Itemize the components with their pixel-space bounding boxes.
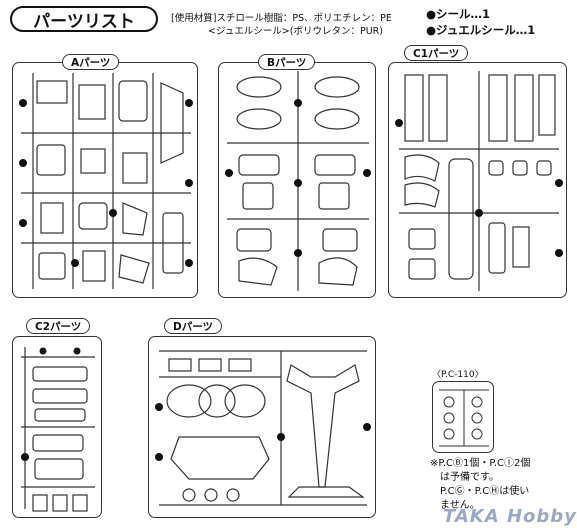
page-title: パーツリスト (10, 6, 158, 32)
pc-note-line-4: ません。 (430, 500, 480, 511)
runner-a-label: Aパーツ (62, 54, 120, 70)
runner-b-label: Bパーツ (258, 54, 316, 70)
runner-d-frame (148, 336, 376, 518)
pc-note-line-2: は予備です。 (430, 472, 499, 483)
runner-c2-label: C2パーツ (26, 318, 91, 334)
materials-line-2: <ジュエルシール>(ポリウレタン：PUR) (208, 26, 383, 37)
materials-line-1: [使用材質]スチロール樹脂：PS、ポリエチレン：PE (171, 13, 392, 24)
jewel-sticker-count: ●ジュエルシール…1 (426, 23, 536, 37)
pc-caption: 〈P.C-110〉 (432, 370, 484, 380)
runner-a-diagram (19, 73, 193, 289)
pc-note-line-1: ※P.CⒷ1個・P.CⒾ2個 (430, 458, 531, 469)
pc-runner-frame (432, 381, 494, 453)
runner-b-frame (218, 62, 376, 298)
pc-note-line-3: P.CⒼ・P.CⒽは使い (430, 486, 530, 497)
runner-c2-frame (12, 336, 102, 518)
runner-b-diagram (225, 71, 371, 291)
runner-c1-label: C1パーツ (404, 45, 469, 61)
runner-a-frame (12, 62, 198, 298)
runner-c1-frame (388, 62, 567, 298)
runner-d-label: Dパーツ (164, 318, 223, 334)
runner-c2-diagram (21, 347, 95, 512)
watermark: TAKA Hobby (443, 506, 577, 527)
runner-c1-diagram (395, 71, 563, 291)
sticker-count: ●シール…1 (426, 7, 491, 21)
runner-d-diagram (155, 350, 371, 506)
pc-runner-diagram (439, 389, 489, 447)
